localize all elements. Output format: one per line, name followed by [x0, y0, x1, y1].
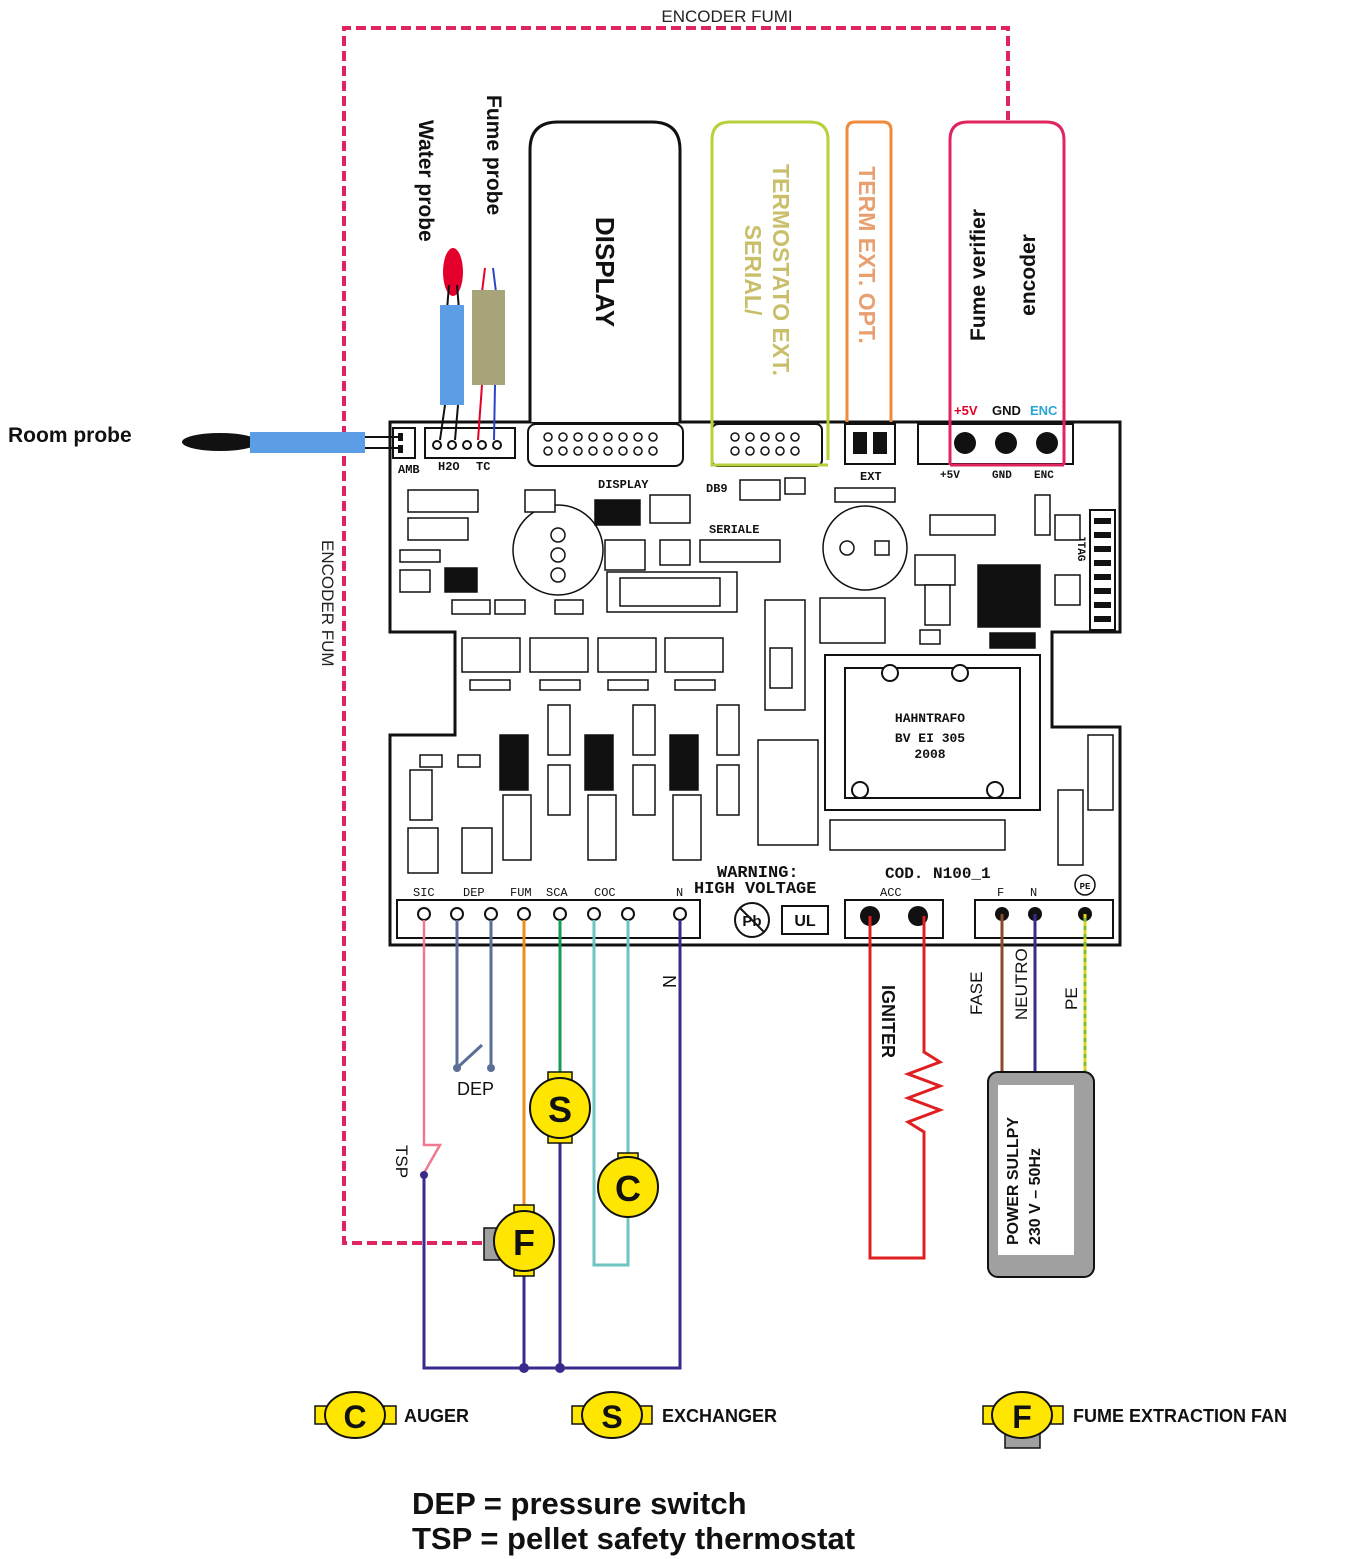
pe-label: PE — [1062, 987, 1081, 1010]
terminal-n: N — [676, 886, 683, 900]
pe-mark — [1074, 874, 1096, 896]
serial-module — [710, 120, 830, 467]
encoder-fum-vertical-label: ENCODER FUM — [318, 540, 337, 667]
transformer-brand: HAHNTRAFO — [895, 711, 965, 726]
term-opt-label: TERM EXT. OPT. — [854, 166, 880, 344]
terminal-sca: SCA — [546, 886, 568, 900]
ul-mark — [781, 905, 829, 935]
power-terminal — [974, 899, 1114, 939]
water-probe — [439, 248, 464, 441]
encoder-5v-silk: +5V — [940, 470, 960, 482]
note-dep: DEP = pressure switch — [412, 1486, 747, 1521]
legend-auger-symbol — [314, 1391, 397, 1439]
motor-auger — [597, 1152, 659, 1218]
encoder-label: encoder — [1017, 234, 1040, 316]
note-tsp: TSP = pellet safety thermostat — [412, 1521, 855, 1556]
jtag-header — [1089, 509, 1116, 631]
neutro-label: NEUTRO — [1012, 948, 1031, 1020]
pin-gnd-label: GND — [992, 403, 1021, 418]
fase-label: FASE — [967, 972, 986, 1015]
room-probe-label: Room probe — [8, 424, 132, 447]
terminal-dep: DEP — [463, 886, 485, 900]
terminal-sic: SIC — [413, 886, 435, 900]
legend-fan-label: FUME EXTRACTION FAN — [1073, 1406, 1287, 1426]
dep-wire-label: DEP — [457, 1079, 494, 1099]
power-supply — [987, 1071, 1095, 1278]
display-connector — [527, 423, 684, 467]
transformer — [824, 654, 1041, 811]
legend-auger-label: AUGER — [404, 1406, 469, 1426]
transformer-year: 2008 — [914, 747, 945, 762]
db9-silk: DB9 — [706, 482, 728, 496]
display-module — [528, 120, 682, 422]
warning-line2: HIGH VOLTAGE — [694, 880, 816, 899]
legend-fan-letter: F — [1012, 1399, 1032, 1435]
encoder-enc-silk: ENC — [1034, 470, 1054, 482]
water-probe-label: Water probe — [414, 120, 437, 242]
terminal-block-low — [396, 899, 701, 939]
igniter-label: IGNITER — [878, 985, 898, 1058]
ext-connector — [844, 423, 896, 465]
motor-s-symbol: S — [548, 1089, 572, 1130]
board-components — [399, 477, 1114, 874]
seriale-silk: SERIALE — [709, 523, 759, 537]
probe-connector — [392, 427, 516, 459]
motor-fan — [483, 1204, 555, 1277]
legend-exchanger-label: EXCHANGER — [662, 1406, 777, 1426]
fume-probe — [472, 267, 505, 441]
display-label: DISPLAY — [590, 217, 620, 327]
motor-exchanger — [529, 1071, 591, 1144]
power-supply-line2: 230 V – 50Hz — [1027, 1148, 1044, 1245]
igniter-wiring — [868, 916, 945, 1260]
room-probe — [182, 432, 398, 453]
warning-line1: WARNING: — [717, 864, 799, 883]
serial-label: SERIAL/ — [740, 225, 766, 316]
termostato-label: TERMOSTATO EXT. — [768, 164, 794, 376]
acc-silk: ACC — [880, 886, 902, 900]
serial-connector — [711, 423, 823, 467]
legend-exchanger-symbol — [571, 1391, 653, 1439]
tsp-wire-label: TSP — [392, 1145, 411, 1178]
transformer-model: BV EI 305 — [895, 731, 965, 746]
term-opt-module — [845, 120, 893, 422]
encoder-connector — [917, 423, 1074, 465]
terminal-n-silk: N — [1030, 886, 1037, 900]
encoder-gnd-silk: GND — [992, 470, 1012, 482]
terminal-fum: FUM — [510, 886, 532, 900]
wire-sic — [422, 920, 443, 1174]
tc-silk: TC — [476, 460, 490, 474]
terminal-f-silk: F — [997, 886, 1004, 900]
fume-probe-label: Fume probe — [482, 95, 505, 215]
legend-fan-symbol — [982, 1391, 1064, 1449]
terminal-coc: COC — [594, 886, 616, 900]
legend-auger-letter: C — [343, 1399, 366, 1435]
wire-neutral — [422, 920, 682, 1370]
pb-silk: Pb — [742, 913, 761, 930]
pb-mark — [734, 902, 770, 938]
pin-enc-label: ENC — [1030, 403, 1058, 418]
pin-5v-label: +5V — [954, 403, 978, 418]
fume-verifier-label: Fume verifier — [967, 209, 990, 341]
fume-verifier-module — [948, 120, 1066, 467]
amb-silk: AMB — [398, 463, 420, 477]
display-silk: DISPLAY — [598, 478, 649, 492]
encoder-fumi-label: ENCODER FUMI — [661, 7, 792, 26]
board-code: COD. N100_1 — [885, 865, 991, 883]
pe-mark-silk: PE — [1080, 882, 1091, 892]
h2o-silk: H2O — [438, 460, 460, 474]
terminal-labels: SIC DEP FUM SCA COC N — [413, 886, 683, 900]
ul-silk: UL — [794, 913, 816, 930]
ext-silk: EXT — [860, 470, 882, 484]
igniter-terminal — [844, 899, 944, 939]
jtag-silk: JTAG — [1074, 535, 1086, 562]
n-wire-label: N — [659, 975, 679, 988]
motor-f-symbol: F — [513, 1222, 535, 1263]
encoder-fumi-route — [342, 26, 1010, 1245]
motor-c-symbol: C — [615, 1168, 641, 1209]
power-supply-line1: POWER SULLPY — [1005, 1117, 1022, 1245]
legend-exchanger-letter: S — [601, 1399, 622, 1435]
